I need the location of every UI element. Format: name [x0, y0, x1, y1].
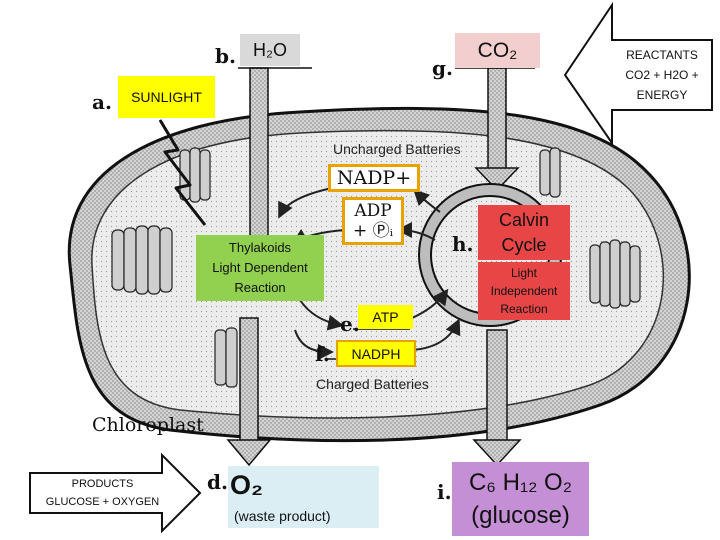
light-independent-box: Light Independent Reaction: [478, 262, 570, 320]
glucose-arrow: [472, 329, 522, 467]
glucose-label: (glucose): [471, 502, 570, 529]
sunlight-box: SUNLIGHT: [118, 76, 215, 118]
glucose-box: C₆ H₁₂ O₂ (glucose): [452, 462, 589, 536]
chloroplast-label: Chloroplast: [92, 414, 204, 436]
thylakoids-box: Thylakoids Light Dependent Reaction: [196, 235, 324, 301]
waste-product-label: (waste product): [234, 508, 331, 524]
reactants-arrow-shape: [563, 1, 713, 147]
grana-stacks-left: [111, 147, 238, 388]
reactants-text: REACTANTS CO2 + H2O + ENERGY: [612, 40, 712, 110]
nadp-box: NADP+: [328, 164, 420, 192]
adp-line1: ADP: [354, 201, 392, 221]
atp-box: ATP: [358, 305, 413, 329]
adp-box: ADP + Ⓟᵢ: [342, 197, 404, 245]
label-letter-g: g.: [432, 56, 453, 80]
reactants-line1: CO2 + H2O +: [625, 68, 699, 82]
o2-arrow: [226, 317, 272, 467]
light-independent-line3: Reaction: [500, 302, 548, 316]
grana-stacks-right: [539, 147, 641, 309]
o2-box: O₂ (waste product): [228, 466, 379, 528]
label-letter-e: e.: [340, 312, 360, 336]
label-letter-a: a.: [92, 90, 112, 114]
label-letter-b: b.: [215, 44, 236, 68]
reactants-line2: ENERGY: [636, 88, 688, 102]
nadph-box: NADPH: [336, 340, 416, 367]
sunlight-bolt: [158, 119, 207, 226]
thylakoids-line3: Reaction: [234, 280, 286, 295]
products-title: PRODUCTS: [71, 478, 134, 490]
label-letter-d: d.: [207, 470, 228, 494]
thylakoids-line1: Thylakoids: [228, 240, 292, 255]
label-letter-f: f.: [315, 342, 330, 366]
calvin-line1: Calvin: [498, 209, 550, 230]
uncharged-batteries-label: Uncharged Batteries: [333, 141, 461, 157]
light-independent-line1: Light: [510, 266, 538, 280]
o2-formula: O₂: [230, 470, 263, 500]
products-line1: GLUCOSE + OXYGEN: [45, 496, 160, 508]
calvin-cycle-box: Calvin Cycle: [478, 205, 570, 260]
h2o-box: H₂O: [240, 34, 300, 66]
products-arrow-shape: [29, 452, 202, 534]
co2-box: CO₂: [455, 33, 540, 68]
products-text: PRODUCTS GLUCOSE + OXYGEN: [30, 473, 175, 513]
adp-line2: + Ⓟᵢ: [352, 221, 394, 241]
light-independent-line2: Independent: [490, 284, 558, 298]
label-letter-h: h.: [452, 232, 474, 256]
thylakoids-line2: Light Dependent: [212, 260, 308, 275]
calvin-line2: Cycle: [501, 234, 547, 255]
charged-batteries-label: Charged Batteries: [316, 376, 429, 392]
label-letter-i: i.: [437, 480, 452, 504]
reactants-title: REACTANTS: [626, 48, 698, 62]
glucose-formula: C₆ H₁₂ O₂: [468, 469, 573, 496]
